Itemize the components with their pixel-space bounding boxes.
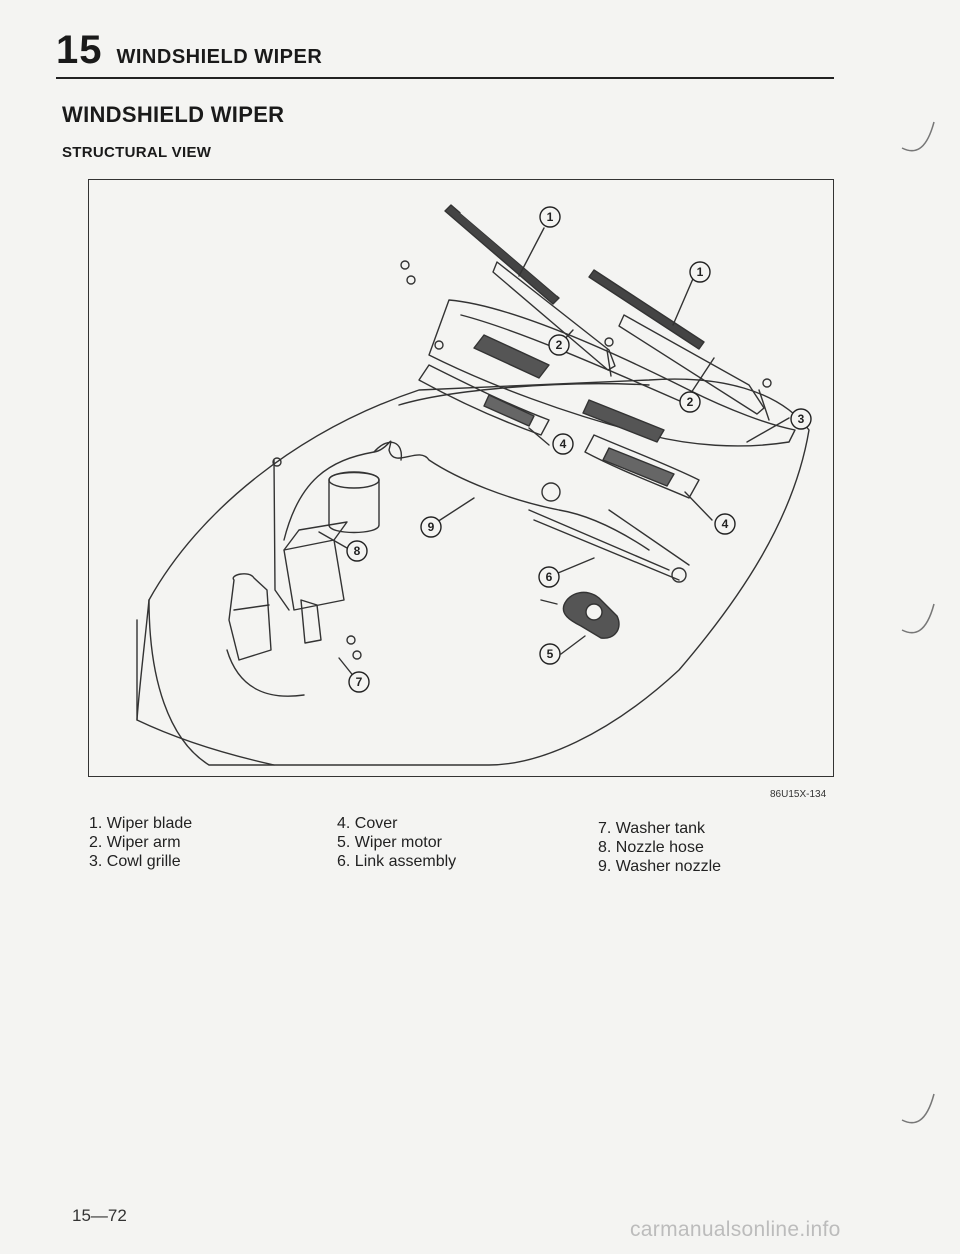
cowl-vent-2 [582,399,665,443]
section-number: 15 [56,28,103,72]
wiper-arm-left [492,261,616,371]
body-outline [148,378,810,766]
callout-4a: 4 [560,437,567,451]
callout-4b: 4 [722,517,729,531]
legend-item: 2. Wiper arm [89,834,181,851]
callout-1a: 1 [547,210,554,224]
cover-right [584,434,700,499]
section-title: WINDSHIELD WIPER [116,46,323,68]
legend-column-1: 1. Wiper blade 2. Wiper arm 3. Cowl gril… [89,814,192,871]
cover-left [418,364,550,436]
bolts [272,260,772,660]
margin-scan-mark [901,121,935,152]
watermark: carmanualsonline.info [630,1218,841,1241]
callout-1b: 1 [697,265,704,279]
callout-7: 7 [356,675,363,689]
wiper-blade-right [588,269,705,350]
page-number: 15—72 [72,1206,127,1225]
callout-2a: 2 [556,338,563,352]
body-front-edge [136,619,275,766]
callout-6: 6 [546,570,553,584]
callout-2b: 2 [687,395,694,409]
legend-column-3: 7. Washer tank 8. Nozzle hose 9. Washer … [598,819,721,876]
wiper-motor [540,591,620,639]
legend-column-2: 4. Cover 5. Wiper motor 6. Link assembly [337,814,456,871]
section-header: 15 WINDSHIELD WIPER [56,28,322,73]
legend-item: 6. Link assembly [337,853,457,870]
exploded-diagram: 1 1 2 2 3 4 4 5 6 7 8 9 [136,204,812,766]
link-assembly [528,509,690,581]
nozzle-hose [283,440,650,551]
washer-tank [228,573,272,661]
figure-code: 86U15X-134 [770,789,827,800]
legend-item: 1. Wiper blade [89,815,193,832]
legend-item: 8. Nozzle hose [598,839,704,856]
legend-item: 7. Washer tank [598,820,706,837]
page-title: WINDSHIELD WIPER [62,102,285,127]
callout-3: 3 [798,412,805,426]
wiper-arm-right [618,314,765,415]
legend-item: 4. Cover [337,815,398,832]
sub-title: STRUCTURAL VIEW [62,144,212,161]
callout-8: 8 [354,544,361,558]
callout-9: 9 [428,520,435,534]
margin-scan-mark [901,1093,935,1124]
structural-view-figure: 1 1 2 2 3 4 4 5 6 7 8 9 [88,179,834,777]
battery-box [283,539,345,611]
cowl-grille [428,299,796,447]
margin-scan-mark [901,603,935,634]
callout-5: 5 [547,647,554,661]
legend-item: 5. Wiper motor [337,834,442,851]
legend-item: 3. Cowl grille [89,853,181,870]
legend-item: 9. Washer nozzle [598,858,722,875]
header-rule [56,77,834,79]
cowl-vent-1 [473,334,550,379]
